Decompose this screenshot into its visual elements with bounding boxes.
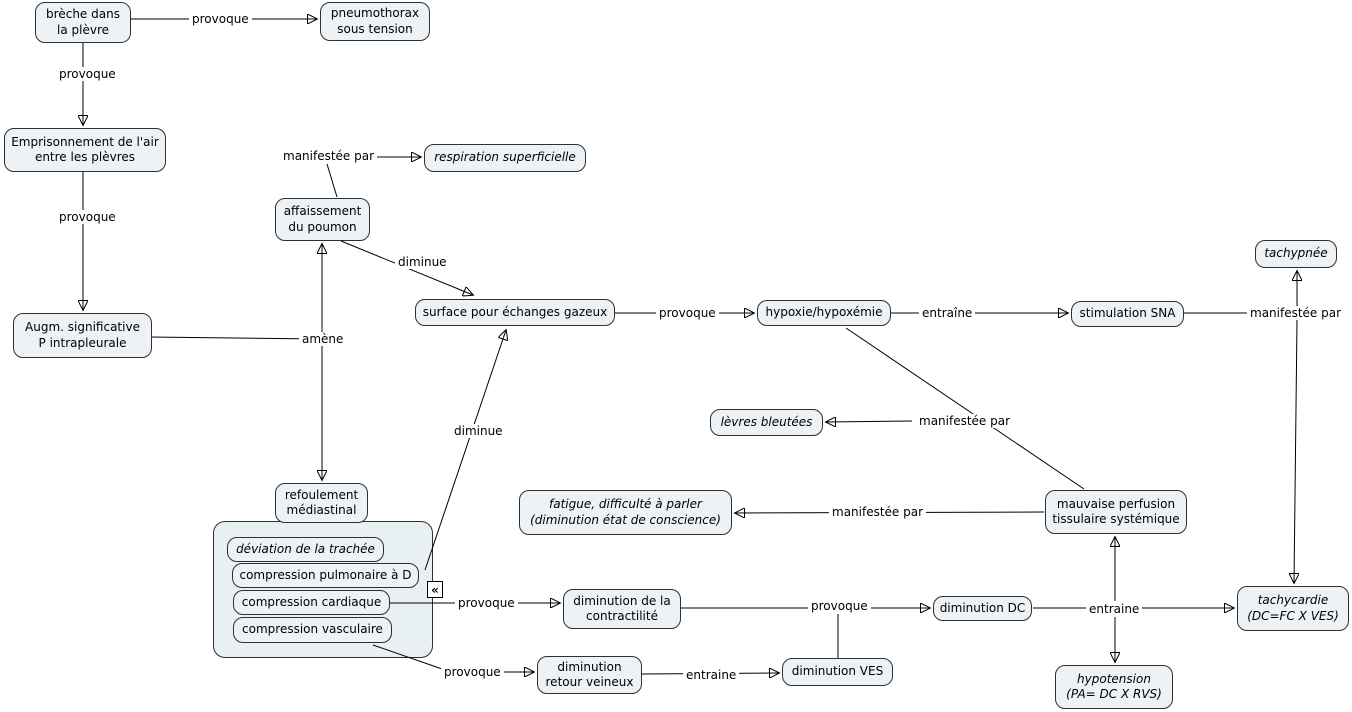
node-diminution-contractilite[interactable]: diminution de la contractilité	[563, 589, 681, 629]
node-tachypnee[interactable]: tachypnée	[1255, 240, 1337, 268]
node-emprisonnement-air[interactable]: Emprisonnement de l'air entre les plèvre…	[4, 128, 166, 172]
node-surface-echanges-gazeux[interactable]: surface pour échanges gazeux	[415, 299, 615, 326]
node-affaissement-poumon[interactable]: affaissement du poumon	[275, 198, 370, 241]
edge-label-manifestee-par[interactable]: manifestée par	[1247, 306, 1345, 321]
node-hypotension[interactable]: hypotension (PA= DC X RVS)	[1055, 665, 1173, 709]
node-diminution-ves[interactable]: diminution VES	[782, 658, 893, 686]
edge-label-diminue[interactable]: diminue	[451, 424, 506, 439]
node-compression-pulmonaire[interactable]: compression pulmonaire à D	[232, 563, 419, 588]
node-pneumothorax[interactable]: pneumothorax sous tension	[320, 2, 430, 41]
node-deviation-trachee[interactable]: déviation de la trachée	[227, 537, 384, 562]
node-augm-p-intrapleurale[interactable]: Augm. significative P intrapleurale	[13, 313, 152, 358]
edge-label-provoque[interactable]: provoque	[441, 665, 504, 680]
edge-label-diminue[interactable]: diminue	[395, 255, 450, 270]
edge-label-entraine[interactable]: entraine	[683, 668, 740, 683]
edge-label-entraine[interactable]: entraîne	[919, 306, 976, 321]
edge-label-provoque[interactable]: provoque	[656, 306, 719, 321]
edge-label-provoque[interactable]: provoque	[56, 67, 119, 82]
edge-label-amene[interactable]: amène	[299, 332, 347, 347]
node-diminution-retour-veineux[interactable]: diminution retour veineux	[537, 656, 642, 694]
node-levres-bleutees[interactable]: lèvres bleutées	[710, 409, 823, 436]
edge-label-provoque[interactable]: provoque	[455, 596, 518, 611]
node-breche-plevre[interactable]: brèche dans la plèvre	[35, 2, 131, 43]
edge-line	[326, 163, 338, 198]
edge-label-provoque[interactable]: provoque	[189, 12, 252, 27]
node-fatigue-difficulte-parler[interactable]: fatigue, difficulté à parler (diminution…	[519, 490, 732, 535]
edge-line	[1294, 319, 1297, 583]
edge-label-provoque[interactable]: provoque	[808, 599, 871, 614]
node-diminution-dc[interactable]: diminution DC	[933, 596, 1032, 621]
edge-line	[149, 336, 323, 340]
node-respiration-superficielle[interactable]: respiration superficielle	[424, 144, 586, 172]
edge-label-provoque[interactable]: provoque	[56, 210, 119, 225]
edge-label-manifestee-par[interactable]: manifestée par	[829, 505, 927, 520]
edge-label-entraine[interactable]: entraine	[1086, 602, 1143, 617]
node-hypoxie-hypoxemie[interactable]: hypoxie/hypoxémie	[757, 300, 891, 326]
node-mauvaise-perfusion[interactable]: mauvaise perfusion tissulaire systémique	[1045, 490, 1187, 534]
edge-line	[372, 644, 446, 671]
edge-line	[424, 330, 506, 571]
edge-line	[826, 421, 913, 422]
node-compression-cardiaque[interactable]: compression cardiaque	[233, 590, 390, 615]
edge-label-manifestee-par[interactable]: manifestée par	[916, 414, 1014, 429]
node-compression-vasculaire[interactable]: compression vasculaire	[233, 617, 392, 643]
node-stimulation-sna[interactable]: stimulation SNA	[1071, 301, 1184, 327]
collapse-icon[interactable]: «	[427, 581, 443, 598]
node-tachycardie[interactable]: tachycardie (DC=FC X VES)	[1237, 586, 1349, 631]
edge-label-manifestee-par[interactable]: manifestée par	[280, 149, 378, 164]
edge-line	[845, 327, 1085, 490]
node-refoulement-mediastinal[interactable]: refoulement médiastinal	[275, 483, 368, 523]
